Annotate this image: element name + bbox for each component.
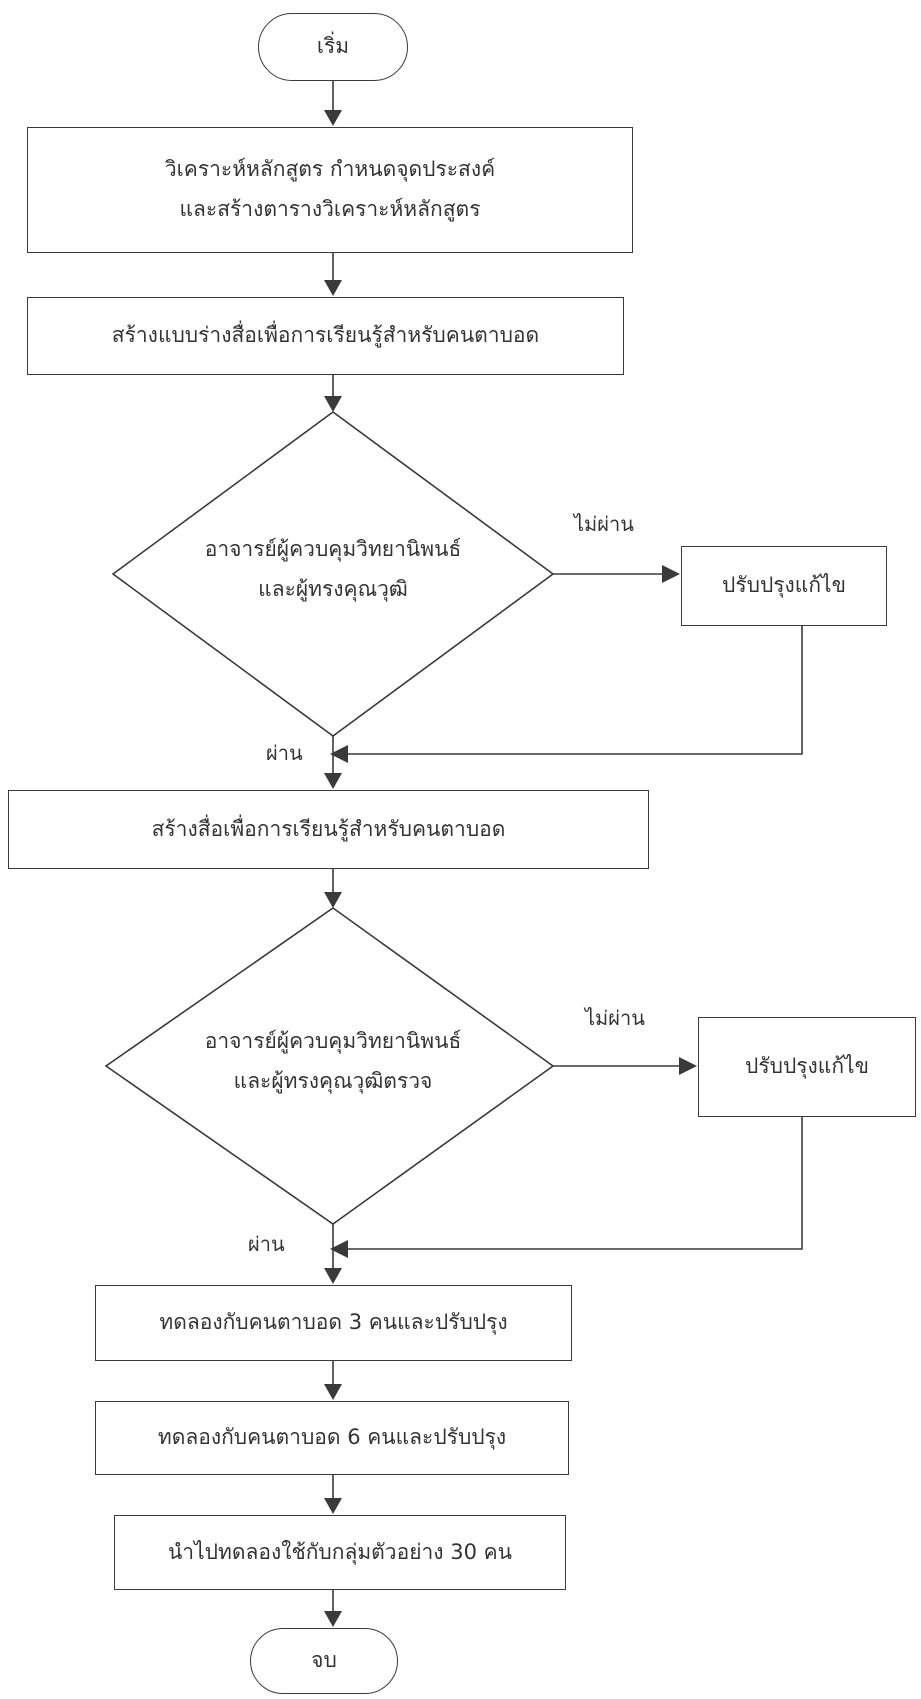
step-sample-30-label: นำไปทดลองใช้กับกลุ่มตัวอย่าง 30 คน [167, 1539, 513, 1564]
step-trial-6: ทดลองกับคนตาบอด 6 คนและปรับปรุง [95, 1401, 569, 1475]
step-trial-6-label: ทดลองกับคนตาบอด 6 คนและปรับปรุง [157, 1425, 507, 1450]
decision-2-text: อาจารย์ผู้ควบคุมวิทยานิพนธ์ และผู้ทรงคุณ… [163, 1022, 503, 1102]
step-analyze-curriculum: วิเคราะห์หลักสูตร กำหนดจุดประสงค์ และสร้… [27, 127, 633, 253]
pass-label-1: ผ่าน [266, 741, 303, 765]
arrow-revise1-return [346, 626, 803, 755]
revise-1-label: ปรับปรุงแก้ไข [722, 573, 846, 598]
arrowhead [324, 892, 342, 908]
revise-box-2: ปรับปรุงแก้ไข [698, 1017, 916, 1117]
start-label: เริ่ม [316, 34, 350, 59]
step-analyze-line1: วิเคราะห์หลักสูตร กำหนดจุดประสงค์ [164, 157, 496, 182]
revise-2-label: ปรับปรุงแก้ไข [745, 1054, 869, 1079]
arrowhead [330, 745, 348, 763]
arrowhead [324, 396, 342, 412]
decision-2-line2: และผู้ทรงคุณวุฒิตรวจ [233, 1068, 433, 1093]
end-terminal: จบ [250, 1628, 398, 1694]
decision-1-line1: อาจารย์ผู้ควบคุมวิทยานิพนธ์ [204, 537, 462, 561]
fail-label-1: ไม่ผ่าน [574, 512, 634, 536]
arrowhead [324, 773, 342, 789]
arrowhead [324, 1268, 342, 1284]
arrowhead [679, 1057, 697, 1075]
decision-1-line2: และผู้ทรงคุณวุฒิ [258, 576, 408, 601]
arrowhead [662, 565, 680, 583]
arrowhead [324, 1498, 342, 1514]
arrowhead [324, 1611, 342, 1627]
decision-1-text: อาจารย์ผู้ควบคุมวิทยานิพนธ์ และผู้ทรงคุณ… [163, 530, 503, 610]
end-label: จบ [311, 1648, 337, 1673]
step-trial-3-label: ทดลองกับคนตาบอด 3 คนและปรับปรุง [159, 1310, 508, 1335]
decision-2-line1: อาจารย์ผู้ควบคุมวิทยานิพนธ์ [204, 1029, 462, 1053]
step-draft-label: สร้างแบบร่างสื่อเพื่อการเรียนรู้สำหรับคน… [111, 323, 540, 348]
arrowhead [330, 1240, 348, 1258]
arrowhead [324, 1384, 342, 1400]
step-create-media: สร้างสื่อเพื่อการเรียนรู้สำหรับคนตาบอด [8, 790, 649, 869]
step-create-label: สร้างสื่อเพื่อการเรียนรู้สำหรับคนตาบอด [151, 816, 506, 841]
arrow-revise2-return [346, 1117, 803, 1250]
revise-box-1: ปรับปรุงแก้ไข [681, 546, 887, 626]
fail-label-2: ไม่ผ่าน [585, 1006, 645, 1030]
step-trial-3: ทดลองกับคนตาบอด 3 คนและปรับปรุง [95, 1285, 572, 1361]
arrowhead [324, 110, 342, 126]
step-analyze-line2: และสร้างตารางวิเคราะห์หลักสูตร [179, 197, 481, 221]
step-draft-media: สร้างแบบร่างสื่อเพื่อการเรียนรู้สำหรับคน… [27, 297, 624, 375]
arrowhead [324, 280, 342, 296]
step-sample-30: นำไปทดลองใช้กับกลุ่มตัวอย่าง 30 คน [114, 1515, 566, 1590]
start-terminal: เริ่ม [258, 13, 408, 81]
pass-label-2: ผ่าน [248, 1232, 285, 1256]
